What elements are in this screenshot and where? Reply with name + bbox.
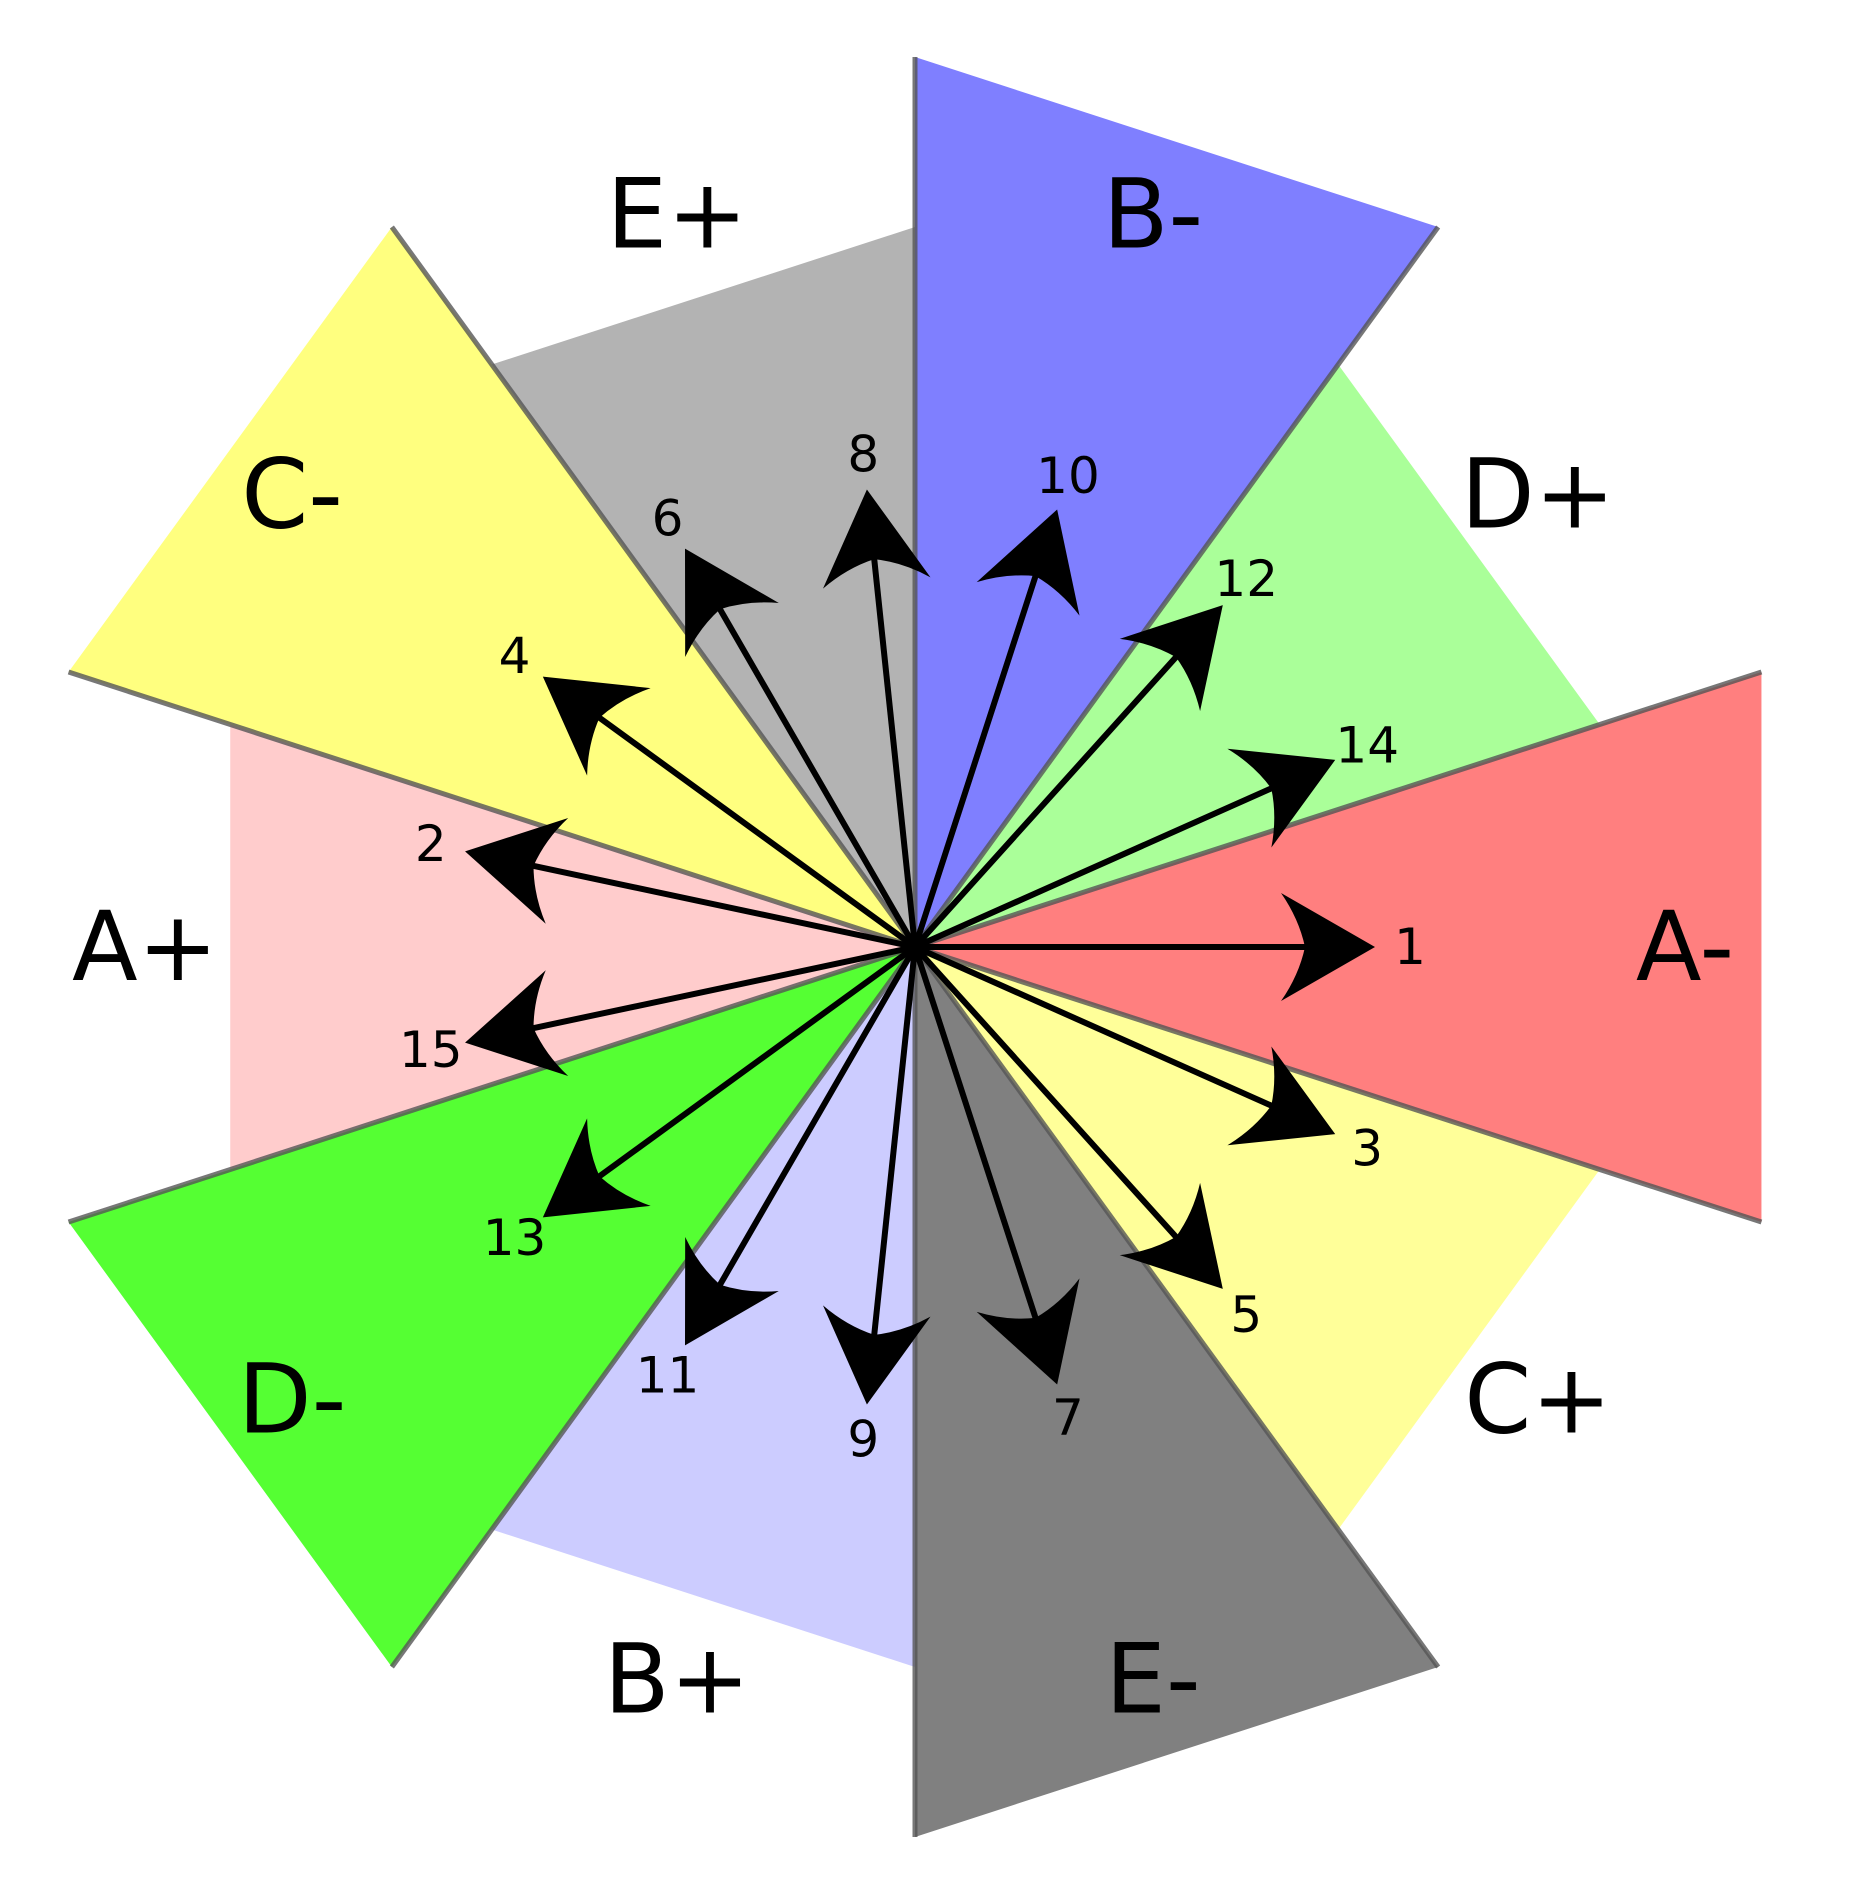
- arrows-layer: [465, 489, 1375, 1405]
- arrow-shaft: [912, 944, 1199, 1262]
- arrow-label: 5: [1230, 1286, 1262, 1344]
- arrow-shaft: [702, 581, 918, 949]
- sector-label: E-: [1105, 1623, 1200, 1735]
- arrow-label: 1: [1394, 918, 1426, 976]
- sector-C-minus: [68, 226, 916, 948]
- sector-B-minus: [915, 57, 1439, 947]
- arrow-shaft: [912, 546, 1048, 948]
- sector-label: D+: [1461, 438, 1615, 550]
- vector-arrow-14: [913, 748, 1336, 950]
- arrow-label: 4: [499, 627, 531, 685]
- arrow-shaft: [913, 773, 1300, 950]
- arrow-head: [465, 970, 569, 1076]
- arrow-head: [465, 818, 569, 924]
- arrow-label: 13: [483, 1209, 547, 1267]
- arrow-label: 2: [415, 815, 447, 873]
- arrow-label: 8: [847, 426, 879, 484]
- sector-E-minus: [915, 947, 1439, 1837]
- arrow-label: 9: [847, 1410, 879, 1468]
- vector-arrow-11: [685, 945, 918, 1346]
- sector-label: E+: [607, 159, 748, 271]
- sector-label: A-: [1636, 891, 1734, 1003]
- arrow-shaft: [868, 528, 918, 948]
- vector-arrow-15: [465, 944, 916, 1076]
- arrow-head: [542, 1118, 651, 1218]
- arrow-label: 15: [399, 1021, 463, 1079]
- arrow-shaft: [503, 944, 916, 1038]
- arrow-head: [822, 1305, 931, 1405]
- sector-label: C-: [241, 438, 343, 550]
- vector-arrow-6: [685, 548, 918, 949]
- vector-arrow-13: [542, 944, 917, 1218]
- arrow-head: [1119, 605, 1223, 712]
- sector-label: C+: [1464, 1344, 1611, 1456]
- sector-edge: [389, 225, 918, 949]
- arrow-shaft: [702, 945, 918, 1313]
- vector-arrow-7: [912, 946, 1080, 1385]
- arrow-head: [685, 1236, 779, 1346]
- arrow-head: [1227, 1046, 1336, 1146]
- sector-label: B-: [1103, 159, 1204, 271]
- sector-A-plus: [230, 724, 915, 1170]
- arrow-shaft: [573, 697, 917, 950]
- arrow-head: [1119, 1182, 1223, 1289]
- vector-arrow-2: [465, 818, 916, 950]
- arrow-head: [976, 509, 1080, 616]
- center-point: [906, 938, 924, 956]
- arrow-shaft: [868, 946, 918, 1366]
- sector-edge: [67, 944, 916, 1225]
- sector-label: A+: [72, 891, 218, 1003]
- sector-edge: [914, 944, 1763, 1225]
- vector-arrow-1: [915, 892, 1375, 1002]
- arrow-head: [685, 548, 779, 658]
- arrow-shaft: [912, 632, 1199, 950]
- arrow-head: [976, 1278, 1080, 1385]
- sector-edge: [67, 669, 916, 950]
- arrow-label: 10: [1036, 447, 1100, 505]
- vector-arrow-8: [822, 489, 931, 948]
- sector-C-plus: [915, 947, 1600, 1530]
- sector-edge: [912, 945, 1441, 1669]
- sector-edge: [912, 225, 1441, 949]
- sector-D-minus: [68, 947, 916, 1668]
- vector-arrow-10: [912, 509, 1080, 948]
- sector-label: D-: [238, 1344, 347, 1456]
- arrow-label: 12: [1214, 550, 1278, 608]
- arrow-shaft: [573, 944, 917, 1197]
- arrow-head: [1227, 748, 1336, 848]
- vector-arrow-12: [912, 605, 1223, 950]
- arrow-shaft: [913, 944, 1300, 1121]
- sector-edge: [389, 945, 918, 1669]
- vector-arrow-5: [912, 944, 1223, 1289]
- arrow-shaft: [503, 856, 916, 950]
- arrow-label: 3: [1351, 1119, 1383, 1177]
- arrow-shaft: [912, 946, 1048, 1348]
- sector-label: B+: [604, 1623, 750, 1735]
- arrow-label: 7: [1052, 1389, 1084, 1447]
- sector-edge: [914, 669, 1763, 950]
- sector-D-plus: [915, 364, 1600, 947]
- arrow-head: [542, 676, 651, 776]
- vector-arrow-9: [822, 946, 931, 1405]
- arrow-head: [1281, 892, 1375, 1002]
- vector-arrow-3: [913, 944, 1336, 1146]
- vector-arrow-4: [542, 676, 917, 950]
- arrow-head: [822, 489, 931, 589]
- arrow-label: 11: [636, 1347, 700, 1405]
- arrow-label: 14: [1335, 717, 1399, 775]
- arrow-label: 6: [652, 489, 684, 547]
- labels-layer: A-D+B-E+C-A+D-B+E-C+12345678910111213141…: [72, 159, 1734, 1736]
